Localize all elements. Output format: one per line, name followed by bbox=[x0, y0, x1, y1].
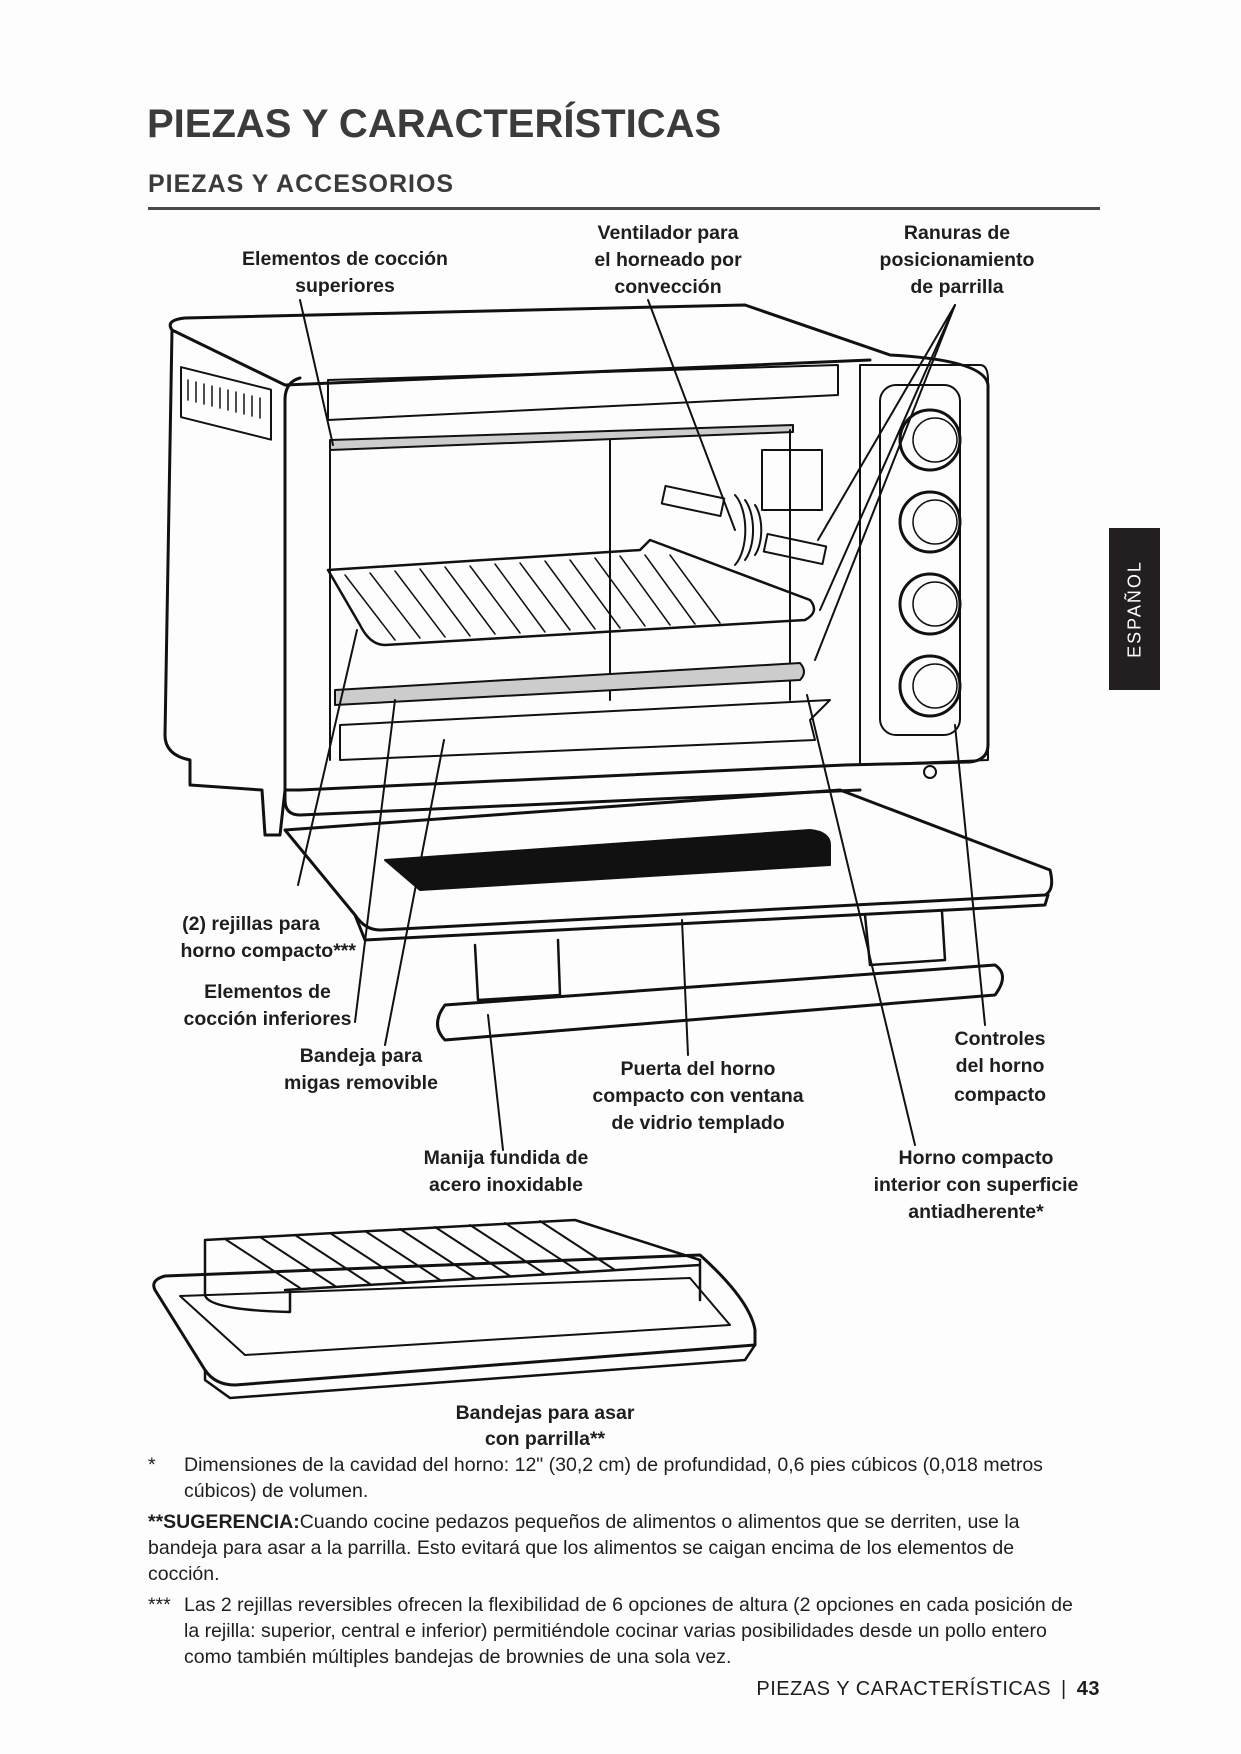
control-knobs bbox=[898, 408, 962, 718]
header-divider bbox=[148, 207, 1100, 210]
callout-text: posicionamiento bbox=[879, 249, 1035, 271]
oven-front-frame bbox=[283, 376, 862, 817]
callout-handle: Manija fundida de acero inoxidable bbox=[406, 1145, 606, 1199]
control-panel bbox=[859, 364, 989, 766]
door-handle-bracket-right bbox=[863, 910, 947, 967]
footnote-text: Las 2 rejillas reversibles ofrecen la fl… bbox=[184, 1594, 1073, 1668]
oven-top-edge bbox=[170, 328, 872, 387]
callout-text: el horneado por bbox=[594, 249, 742, 271]
oven-door bbox=[283, 788, 1054, 932]
callout-text: Bandejas para asar bbox=[455, 1402, 635, 1424]
footnote-mark: * bbox=[148, 1454, 156, 1476]
knob-3 bbox=[898, 572, 962, 636]
side-vent bbox=[180, 366, 272, 441]
callout-text: antiadherente* bbox=[908, 1201, 1044, 1223]
callout-text: Elementos de cocción bbox=[242, 248, 448, 270]
cavity-top bbox=[327, 364, 839, 421]
callout-text: Horno compacto bbox=[898, 1147, 1054, 1169]
broil-rack-wires bbox=[224, 1220, 616, 1289]
door-handle-bracket-left bbox=[473, 938, 562, 1002]
lower-heating-element bbox=[334, 662, 805, 706]
footnote-mark: **SUGERENCIA: bbox=[148, 1511, 300, 1533]
footnote-mark: *** bbox=[148, 1594, 171, 1616]
callout-interior: Horno compacto interior con superficie a… bbox=[858, 1145, 1094, 1226]
broil-rack bbox=[203, 1218, 702, 1314]
footnote-tip: **SUGERENCIA:Cuando cocine pedazos peque… bbox=[148, 1509, 1078, 1587]
footnote-text: Cuando cocine pedazos pequeños de alimen… bbox=[148, 1511, 1020, 1585]
callout-lines bbox=[297, 299, 986, 1151]
callout-text: Controles bbox=[954, 1028, 1046, 1050]
callout-text: Bandeja para bbox=[299, 1045, 423, 1067]
indicator-light bbox=[923, 765, 937, 779]
interior-back bbox=[329, 429, 791, 761]
rack-slot-upper bbox=[660, 484, 726, 518]
page-footer: PIEZAS Y CARACTERÍSTICAS | 43 bbox=[756, 1678, 1100, 1701]
vent-slots bbox=[187, 379, 261, 419]
broil-pan bbox=[152, 1253, 757, 1387]
callout-controls: Controles del horno compacto bbox=[930, 1026, 1070, 1109]
broil-pan-base bbox=[203, 1343, 757, 1400]
callout-text: de parrilla bbox=[910, 276, 1004, 298]
callout-text: Manija fundida de bbox=[423, 1147, 589, 1169]
rack-slot-lower bbox=[762, 532, 828, 566]
callout-text: Ventilador para bbox=[597, 222, 739, 244]
callout-text: Ranuras de bbox=[903, 222, 1011, 244]
callout-text: superiores bbox=[295, 275, 395, 297]
callout-text: interior con superficie bbox=[873, 1174, 1079, 1196]
callout-text: Elementos de bbox=[204, 981, 331, 1003]
callout-text: horno compacto*** bbox=[180, 940, 356, 962]
footnotes: * Dimensiones de la cavidad del horno: 1… bbox=[148, 1452, 1078, 1675]
callout-text: con parrilla** bbox=[484, 1428, 606, 1450]
callout-upper-elements: Elementos de cocción superiores bbox=[232, 246, 458, 300]
callout-lower-elements: Elementos de cocción inferiores bbox=[170, 979, 365, 1033]
callout-crumb-tray: Bandeja para migas removible bbox=[266, 1043, 456, 1097]
control-recess bbox=[879, 384, 961, 736]
language-tab: ESPAÑOL bbox=[1109, 528, 1160, 690]
footer-separator: | bbox=[1061, 1678, 1067, 1700]
callout-text: cocción inferiores bbox=[183, 1008, 352, 1030]
page-number: 43 bbox=[1076, 1678, 1100, 1700]
wire-rack bbox=[326, 538, 816, 647]
callout-convection-fan: Ventilador para el horneado por convecci… bbox=[568, 220, 768, 301]
crumb-tray bbox=[339, 699, 831, 761]
callout-text: Puerta del horno bbox=[620, 1058, 776, 1080]
callout-text: acero inoxidable bbox=[429, 1174, 583, 1196]
callout-text: compacto con ventana bbox=[592, 1085, 804, 1107]
convection-fan bbox=[734, 494, 763, 566]
knob-2 bbox=[898, 490, 962, 554]
footnote-text: Dimensiones de la cavidad del horno: 12"… bbox=[184, 1454, 1043, 1502]
door-bottom-edge bbox=[353, 893, 1050, 942]
callout-text: de vidrio templado bbox=[611, 1112, 785, 1134]
section-subtitle: PIEZAS Y ACCESORIOS bbox=[148, 170, 455, 198]
callout-text: del horno bbox=[955, 1055, 1045, 1077]
upper-heating-element bbox=[329, 424, 794, 451]
callout-text: (2) rejillas para bbox=[182, 913, 320, 935]
door-handle bbox=[436, 963, 1004, 1042]
footer-section: PIEZAS Y CARACTERÍSTICAS bbox=[756, 1678, 1052, 1700]
callout-text: convección bbox=[614, 276, 722, 298]
page-title: PIEZAS Y CARACTERÍSTICAS bbox=[147, 102, 722, 146]
footnote-dimensions: * Dimensiones de la cavidad del horno: 1… bbox=[148, 1452, 1078, 1504]
knob-1 bbox=[898, 408, 962, 472]
callout-text: compacto bbox=[953, 1084, 1047, 1106]
knob-4 bbox=[898, 654, 962, 718]
footnote-racks: *** Las 2 rejillas reversibles ofrecen l… bbox=[148, 1592, 1078, 1670]
back-panel bbox=[761, 449, 823, 511]
callout-text: migas removible bbox=[284, 1072, 438, 1094]
callout-racks: (2) rejillas para horno compacto*** bbox=[146, 911, 356, 965]
door-window bbox=[384, 829, 831, 891]
broil-pan-inner bbox=[179, 1277, 731, 1356]
callout-broil-pan: Bandejas para asar con parrilla** bbox=[440, 1400, 650, 1452]
callout-rack-slots: Ranuras de posicionamiento de parrilla bbox=[857, 220, 1057, 301]
rack-wires bbox=[344, 554, 721, 641]
callout-door: Puerta del horno compacto con ventana de… bbox=[578, 1056, 818, 1137]
